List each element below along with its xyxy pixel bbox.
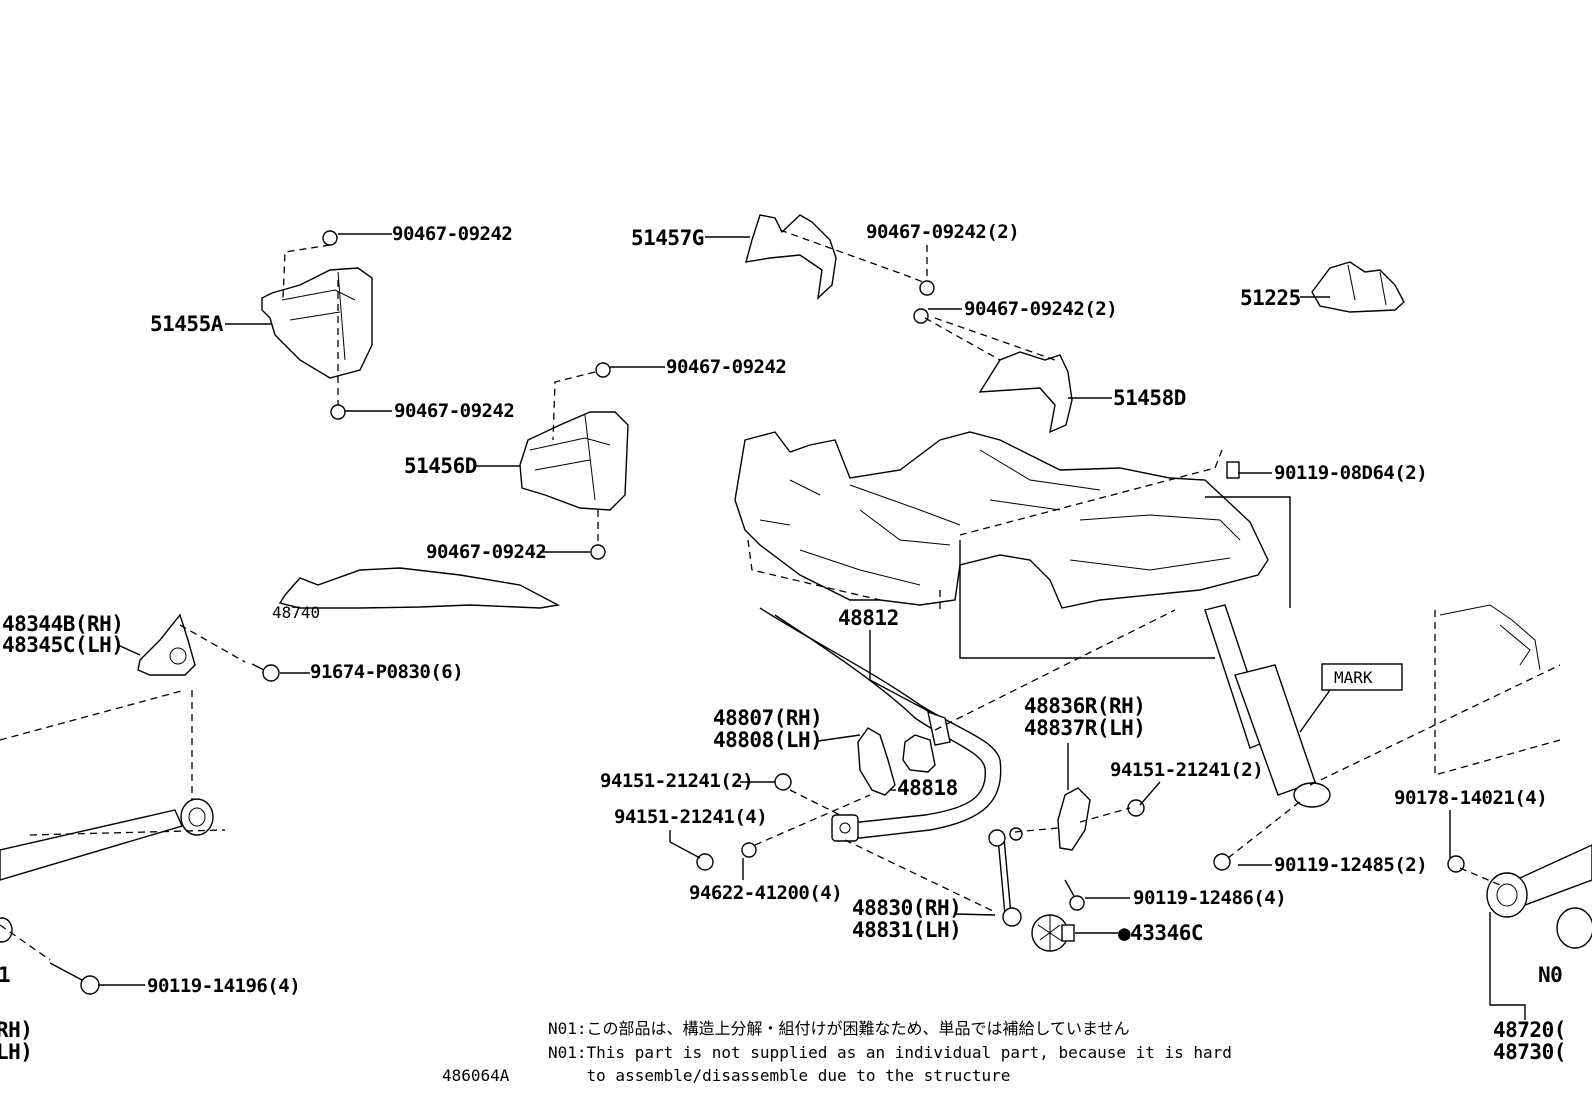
label-94151-21241-4: 94151-21241(4)	[614, 806, 767, 828]
label-90467-09242-c: 90467-09242	[426, 541, 546, 563]
label-51455A: 51455A	[150, 312, 224, 336]
label-91674-P0830: 91674-P0830(6)	[310, 661, 463, 683]
label-90119-12486: 90119-12486(4)	[1133, 887, 1286, 909]
bracket-48807	[857, 727, 896, 796]
label-90119-08D64: 90119-08D64(2)	[1274, 462, 1427, 484]
label-48807: 48807(RH)	[713, 706, 822, 730]
nut-fasteners	[696, 773, 1465, 873]
label-48730: 48730(	[1493, 1040, 1566, 1064]
shield-51456D	[519, 411, 629, 511]
label-48818: 48818	[897, 776, 958, 800]
label-mark: MARK	[1334, 668, 1373, 687]
note-en-line1: N01:This part is not supplied as an indi…	[548, 1043, 1232, 1062]
shield-51455A	[261, 267, 373, 379]
label-1-left: 1	[0, 963, 10, 987]
label-51456D: 51456D	[404, 454, 477, 478]
label-48837R: 48837R(LH)	[1024, 716, 1145, 740]
bracket-48836R	[1057, 787, 1091, 851]
bolt-fasteners	[49, 461, 1240, 995]
knuckle-right	[1439, 604, 1541, 671]
label-48720: 48720(	[1493, 1018, 1566, 1042]
label-90467-09242-2a: 90467-09242(2)	[866, 221, 1019, 243]
label-51457G: 51457G	[631, 226, 704, 250]
stabilizer-link-48830	[988, 829, 1022, 927]
diagram-code: 486064A	[442, 1066, 510, 1085]
label-94151-21241-2a: 94151-21241(2)	[600, 770, 753, 792]
label-94622-41200: 94622-41200(4)	[689, 882, 842, 904]
lower-arm-right	[1486, 844, 1592, 949]
label-43346C: ●43346C	[1118, 921, 1203, 945]
label-90119-14196: 90119-14196(4)	[147, 975, 300, 997]
sensor-43346C	[1031, 914, 1075, 952]
label-48812: 48812	[838, 606, 899, 630]
label-48344B: 48344B(RH)	[2, 612, 123, 636]
label-rh-left: RH)	[0, 1018, 32, 1042]
label-48836R: 48836R(RH)	[1024, 694, 1145, 718]
label-n01-right: N0	[1538, 963, 1562, 987]
label-90119-12485: 90119-12485(2)	[1274, 854, 1427, 876]
label-48345C: 48345C(LH)	[2, 633, 123, 657]
assembly-dashed-lines	[0, 229, 1561, 961]
label-94151-21241-2b: 94151-21241(2)	[1110, 759, 1263, 781]
clip-fasteners	[322, 230, 935, 560]
label-90178-14021: 90178-14021(4)	[1394, 787, 1547, 809]
note-en-line2: to assemble/disassemble due to the struc…	[548, 1066, 1010, 1085]
bracket-51458D	[978, 351, 1073, 434]
label-48740: 48740	[272, 603, 320, 622]
bracket-51225	[1311, 261, 1405, 313]
label-90467-09242-mid: 90467-09242	[666, 356, 786, 378]
stabilizer-bar	[759, 607, 1002, 842]
bracket-51457G	[745, 214, 837, 300]
label-48830: 48830(RH)	[852, 896, 961, 920]
label-48808: 48808(LH)	[713, 728, 822, 752]
label-90467-09242-top: 90467-09242	[392, 223, 512, 245]
undercover-48812	[734, 431, 1269, 609]
lower-arm-left	[0, 798, 214, 943]
bushing-48818	[902, 734, 936, 773]
mark-box	[1321, 663, 1403, 691]
leader-lines	[98, 233, 1526, 1020]
label-90467-09242-bot: 90467-09242	[394, 400, 514, 422]
label-90467-09242-2b: 90467-09242(2)	[964, 298, 1117, 320]
cover-48740	[278, 567, 561, 609]
bracket-48344B	[137, 613, 196, 676]
label-51458D: 51458D	[1113, 386, 1186, 410]
label-48831: 48831(LH)	[852, 918, 961, 942]
footnotes: N01:この部品は、構造上分解・組付けが困難なため、単品では補給していません N…	[442, 1019, 1232, 1085]
label-lh-left: LH)	[0, 1040, 32, 1064]
label-51225: 51225	[1240, 286, 1301, 310]
part-labels: 51457G 90467-09242(2) 51225 90467-09242 …	[0, 221, 1566, 1064]
note-jp: N01:この部品は、構造上分解・組付けが困難なため、単品では補給していません	[548, 1019, 1130, 1038]
